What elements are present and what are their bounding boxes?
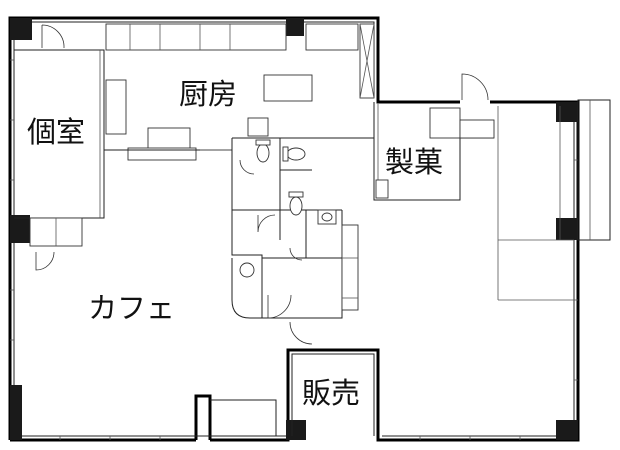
confectionery-label: 製菓 bbox=[385, 145, 443, 179]
columns bbox=[10, 18, 578, 440]
room-labels: 厨房 個室 製菓 カフェ 販売 bbox=[27, 77, 443, 410]
private-room bbox=[14, 24, 105, 271]
window-marks bbox=[10, 59, 578, 440]
confectionery-room bbox=[373, 73, 495, 201]
kitchen bbox=[104, 23, 375, 161]
private-room-label: 個室 bbox=[27, 115, 85, 149]
kitchen-label: 厨房 bbox=[179, 77, 237, 111]
service-core bbox=[231, 137, 374, 345]
sales-room bbox=[291, 353, 375, 436]
east-terrace bbox=[497, 99, 611, 301]
sales-label: 販売 bbox=[302, 376, 360, 410]
cafe-label: カフェ bbox=[88, 291, 175, 325]
